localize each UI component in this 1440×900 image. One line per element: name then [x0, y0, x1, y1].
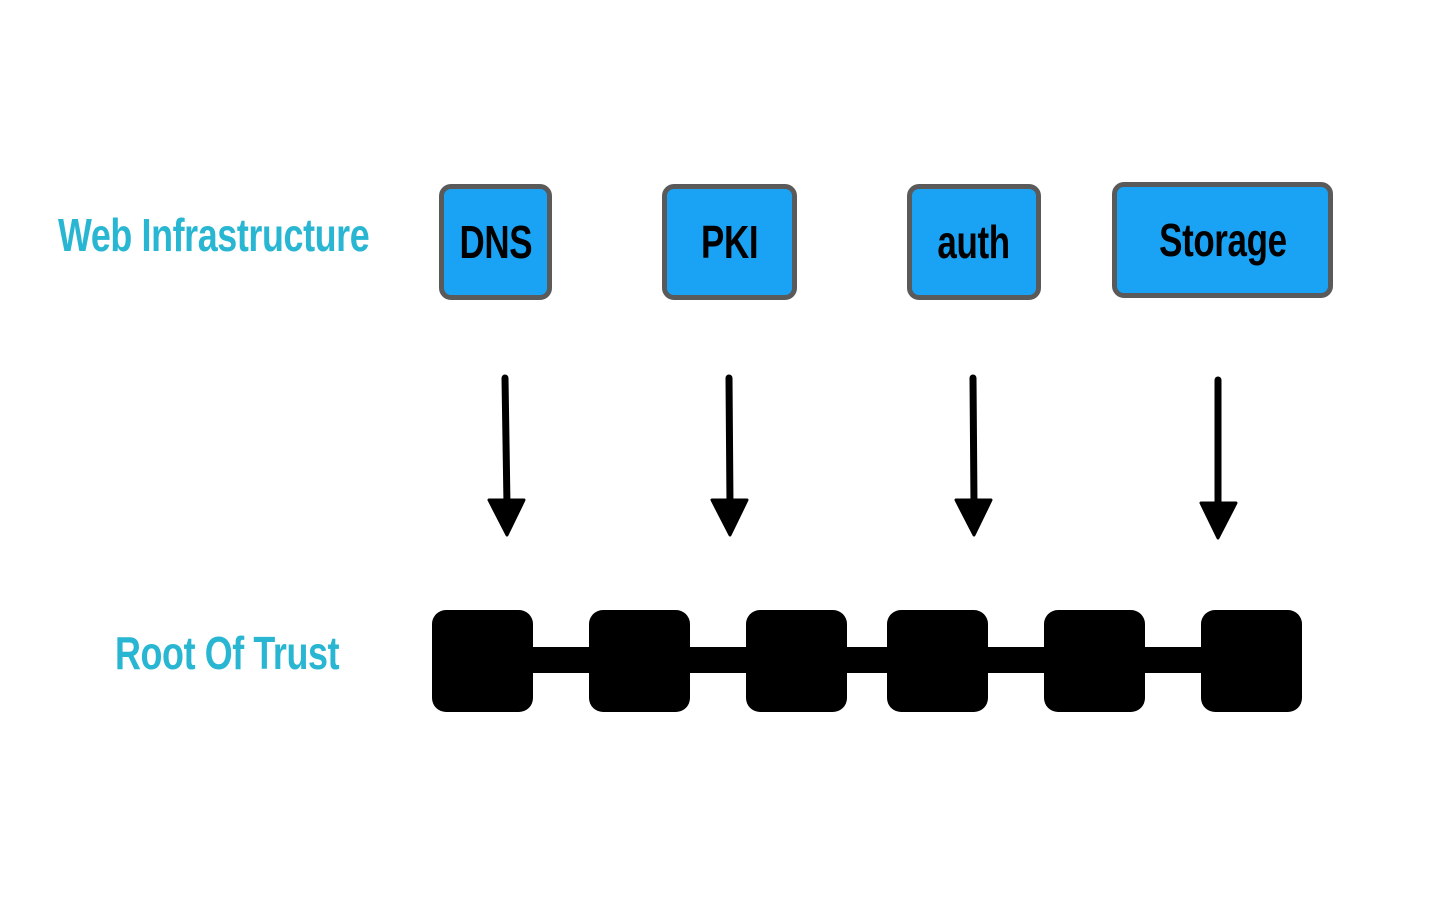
chain-block — [887, 610, 988, 712]
service-label-storage: Storage — [1158, 214, 1287, 266]
service-box-dns: DNS — [439, 184, 552, 300]
chain-block — [1044, 610, 1145, 712]
root-of-trust-label: Root Of Trust — [115, 627, 340, 679]
service-label-pki: PKI — [700, 216, 759, 268]
chain-link-bar — [520, 647, 1220, 673]
chain-block — [1201, 610, 1302, 712]
chain-block — [432, 610, 533, 712]
arrow-auth — [954, 374, 993, 537]
service-label-dns: DNS — [459, 216, 532, 268]
web-infrastructure-label: Web Infrastructure — [58, 209, 370, 261]
arrow-pki — [710, 374, 749, 537]
service-box-storage: Storage — [1112, 182, 1333, 298]
service-label-auth: auth — [937, 216, 1011, 268]
service-box-pki: PKI — [662, 184, 797, 300]
chain-block — [746, 610, 847, 712]
arrow-dns — [487, 374, 526, 537]
chain-block — [589, 610, 690, 712]
service-box-auth: auth — [907, 184, 1041, 300]
arrow-storage — [1199, 376, 1238, 540]
